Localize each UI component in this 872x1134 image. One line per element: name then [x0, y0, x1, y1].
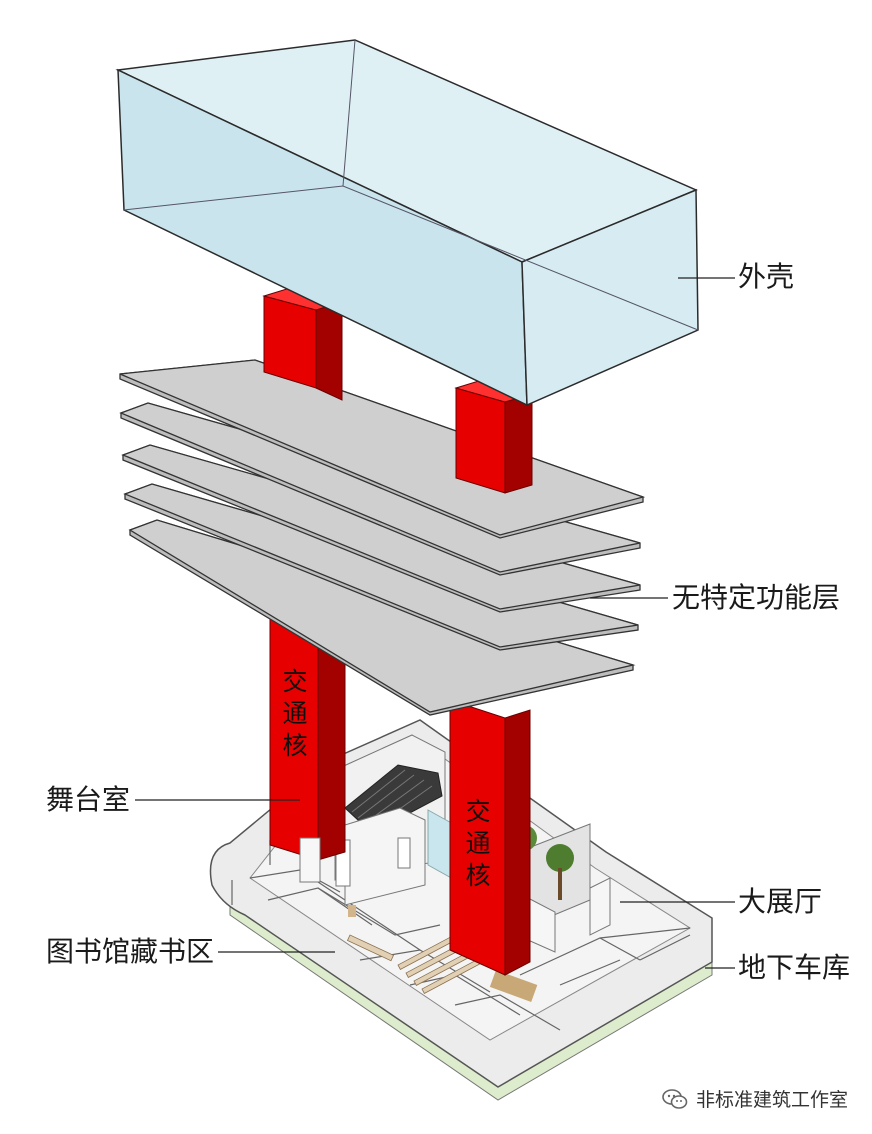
watermark: 非标准建筑工作室	[662, 1085, 848, 1112]
label-stage-room: 舞台室	[46, 783, 131, 816]
circulation-core-right	[449, 699, 531, 976]
glass-shell	[115, 39, 699, 407]
label-shell: 外壳	[738, 260, 795, 293]
wechat-icon	[662, 1088, 688, 1109]
label-exhibition-hall: 大展厅	[738, 885, 823, 918]
floor-plates	[119, 359, 646, 716]
leader-lines	[135, 277, 735, 969]
label-library-stacks: 图书馆藏书区	[46, 935, 215, 968]
label-core-left: 交通核	[282, 667, 308, 760]
label-core-right: 交通核	[465, 797, 491, 890]
circulation-core-left	[269, 597, 346, 883]
label-parking: 地下车库	[738, 951, 851, 984]
watermark-text: 非标准建筑工作室	[695, 1089, 848, 1111]
label-flexible-floors: 无特定功能层	[672, 581, 841, 614]
